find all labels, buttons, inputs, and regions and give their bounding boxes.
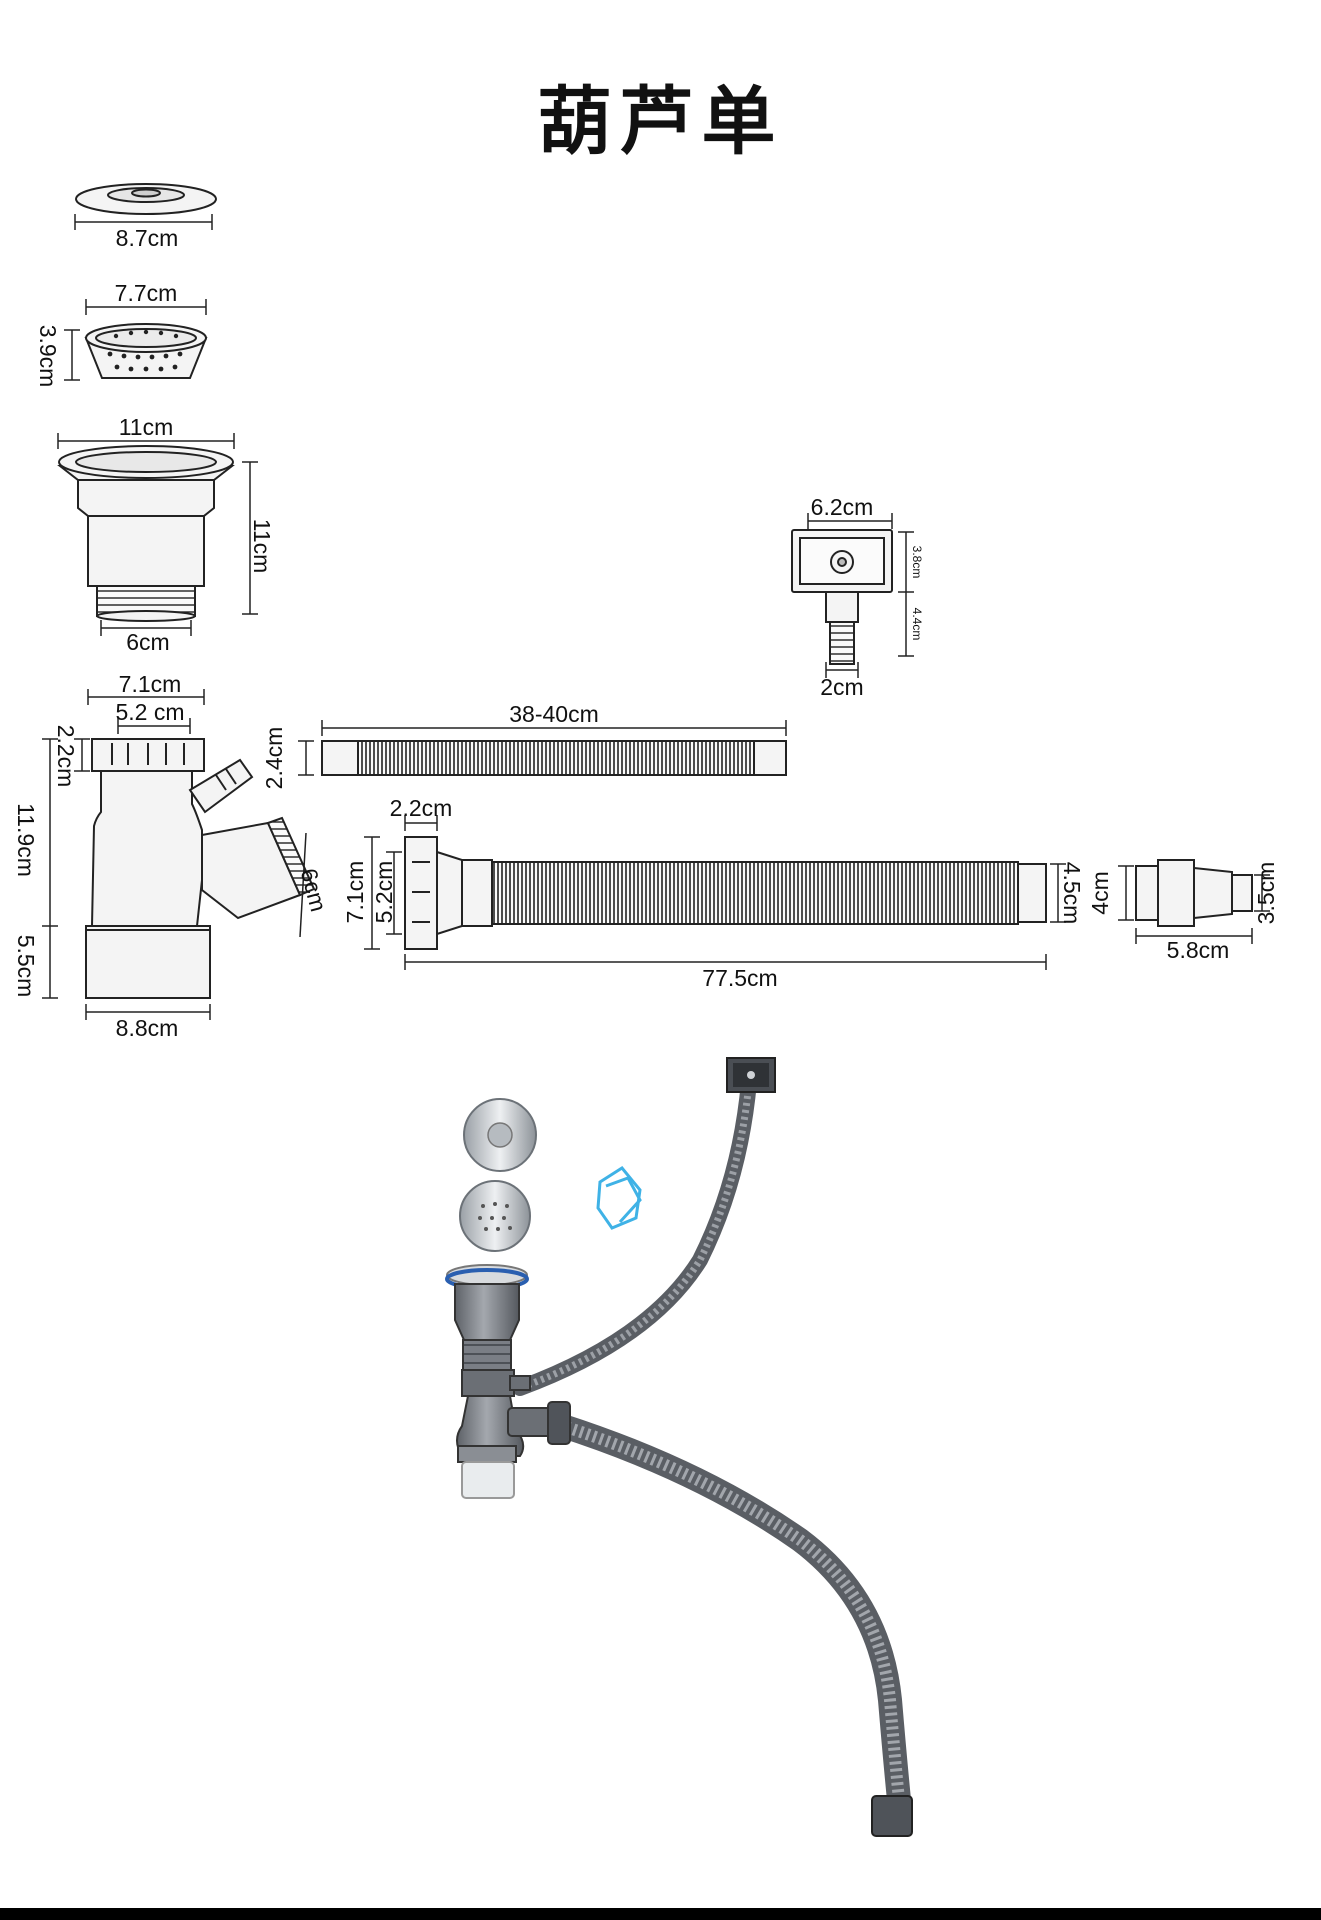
trap-bottom-height-label: 5.5cm <box>13 935 39 998</box>
drain-nut-outer-label: 7.1cm <box>342 861 368 924</box>
drain-end-diameter-label: 4.5cm <box>1059 862 1085 925</box>
overflow-hose-drawing <box>321 740 787 776</box>
trap-body-height-label: 11.9cm <box>13 803 39 877</box>
assembled-product-image <box>445 1057 913 1837</box>
trap-top-height-label: 2.2cm <box>53 725 79 788</box>
assembled-basket <box>459 1180 531 1252</box>
adapter-small-diameter-label: 3.5cm <box>1253 862 1279 925</box>
overflow-hose-diameter-label: 2.4cm <box>261 727 287 790</box>
trap-outer-width-label: 7.1cm <box>119 671 182 697</box>
basket-drawing <box>84 323 208 379</box>
assembled-seal-ring <box>596 1166 642 1230</box>
page-title: 葫芦单 <box>537 79 784 165</box>
overflow-head-width-label: 6.2cm <box>811 494 874 520</box>
footer-bar <box>0 1908 1321 1920</box>
drain-hose-drawing <box>404 836 1047 950</box>
plug-diameter-label: 8.7cm <box>116 225 179 251</box>
overflow-hose-length-label: 38-40cm <box>509 701 598 727</box>
basket-height-label: 3.9cm <box>35 325 61 388</box>
strainer-bottom-width-label: 6cm <box>126 629 169 655</box>
adapter-large-diameter-label: 4cm <box>1087 871 1113 914</box>
adapter-length-label: 5.8cm <box>1167 937 1230 963</box>
overflow-neck-height-label: 4.4cm <box>910 608 924 641</box>
trap-bottom-width-label: 8.8cm <box>116 1015 179 1041</box>
strainer-height-label: 11cm <box>249 519 275 574</box>
strainer-body-drawing <box>57 445 235 622</box>
strainer-top-width-label: 11cm <box>119 414 174 440</box>
adapter-drawing <box>1135 859 1253 927</box>
overflow-head-height-label: 3.8cm <box>910 546 924 579</box>
basket-diameter-label: 7.7cm <box>115 280 178 306</box>
plug-drawing <box>75 183 217 215</box>
drain-nut-height-label: 2.2cm <box>390 795 453 821</box>
trap-drawing <box>85 738 316 999</box>
overflow-head-drawing <box>791 529 893 665</box>
overflow-tube-diameter-label: 2cm <box>820 674 863 700</box>
assembled-drain-hose <box>548 1413 912 1822</box>
drain-nut-inner-label: 5.2cm <box>371 861 397 924</box>
assembled-strainer-body <box>454 1283 520 1341</box>
drain-hose-length-label: 77.5cm <box>702 965 777 991</box>
assembled-trap-nut <box>461 1369 515 1397</box>
trap-inner-width-label: 5.2 cm <box>115 699 184 725</box>
